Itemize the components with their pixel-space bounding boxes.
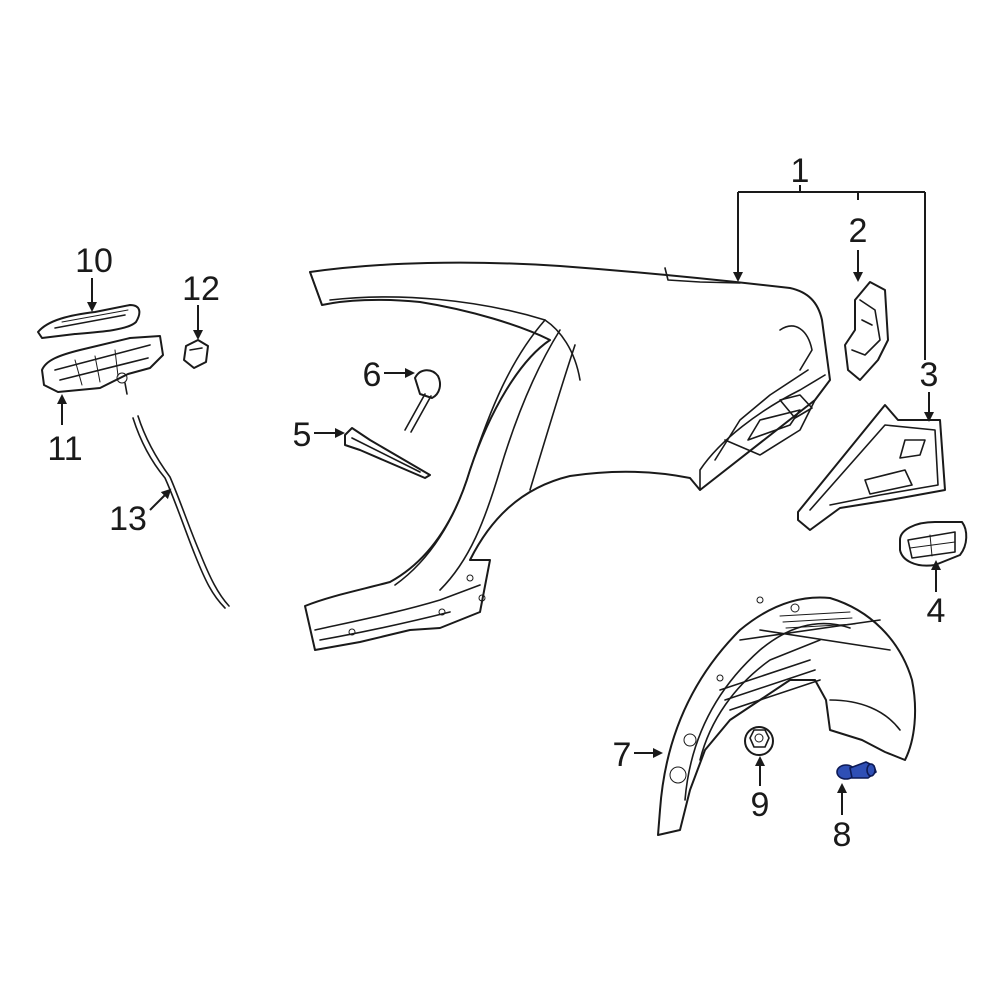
callout-6: 6: [363, 356, 382, 394]
callout-7: 7: [613, 736, 632, 774]
callout-5: 5: [293, 416, 312, 454]
strip-part-5[interactable]: [344, 427, 431, 479]
wheel-liner-part-7[interactable]: [657, 596, 917, 836]
cover-part-10[interactable]: [37, 304, 141, 339]
cable-part-13[interactable]: [132, 415, 230, 609]
clip-part-12[interactable]: [183, 339, 209, 369]
callout-4: 4: [927, 592, 946, 630]
vent-grille-part-4[interactable]: [899, 521, 968, 567]
leader-lines: [57, 185, 941, 815]
nut-part-9[interactable]: [744, 726, 774, 756]
callout-labels: 1 2 3 4 5 6 7 8 9 10 11 12 13: [47, 152, 945, 854]
callout-3: 3: [920, 356, 939, 394]
callout-12: 12: [182, 270, 220, 308]
callout-11: 11: [47, 430, 82, 468]
push-clip-part-8[interactable]: [836, 761, 877, 780]
callout-8: 8: [833, 816, 852, 854]
inner-panel-part-3[interactable]: [797, 404, 946, 531]
housing-part-11[interactable]: [41, 335, 164, 395]
callout-1: 1: [791, 152, 810, 190]
stud-part-6[interactable]: [404, 369, 441, 433]
callout-10: 10: [75, 242, 113, 280]
quarter-panel-part[interactable]: [304, 261, 831, 651]
callout-2: 2: [849, 212, 868, 250]
callout-13: 13: [109, 500, 147, 538]
callout-9: 9: [751, 786, 770, 824]
bracket-part-2[interactable]: [844, 281, 889, 381]
